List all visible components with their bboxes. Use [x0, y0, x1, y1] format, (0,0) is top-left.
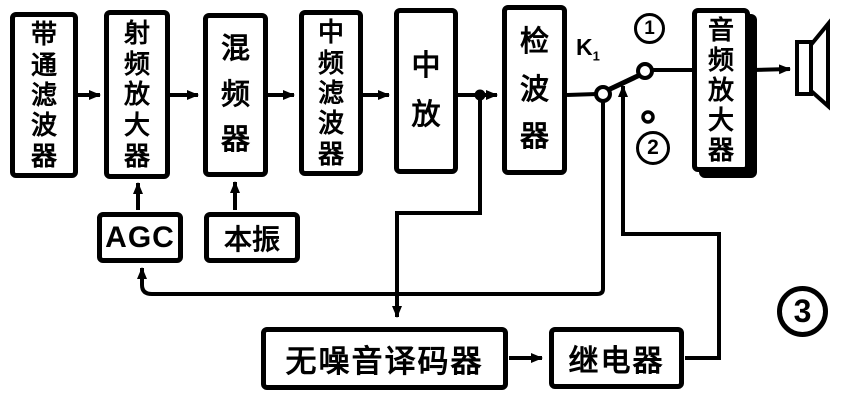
label-char: 器 [30, 140, 57, 171]
label-char: 频 [317, 47, 344, 78]
label-char: 通 [30, 49, 57, 80]
block-relay: 继电器 [549, 327, 684, 389]
block-noise-free-decoder-label: 无噪音译码器 [285, 344, 484, 379]
label-char: 滤 [317, 77, 344, 108]
label-char: 检 [519, 26, 549, 59]
speaker-driver [795, 40, 813, 96]
label-char: 波 [317, 108, 344, 139]
block-detector-label: 检波器 [507, 10, 562, 170]
wire-junction-to-decoder [392, 95, 482, 318]
label-char: 放 [411, 99, 441, 132]
label-char: 器 [707, 135, 734, 165]
label-char: 滤 [30, 79, 57, 110]
label-char: 器 [123, 141, 150, 172]
label-char: 中 [411, 49, 441, 82]
block-agc-label: AGC [105, 220, 175, 254]
block-if-filter: 中频滤波器 [299, 10, 363, 176]
switch-k1 [594, 62, 692, 124]
label-char: 混 [220, 32, 250, 65]
switch-contact-2 [641, 110, 655, 124]
block-rf-amplifier-label: 射频放大器 [109, 15, 165, 174]
block-if-amplifier: 中放 [394, 8, 458, 174]
label-char: 音 [707, 15, 734, 45]
speaker-icon [795, 18, 830, 111]
block-audio-amplifier: 音频放大器 [692, 8, 750, 172]
label-char: 放 [707, 75, 734, 105]
switch-arm [606, 71, 644, 93]
label-char: 器 [317, 138, 344, 169]
block-rf-amplifier: 射频放大器 [104, 10, 170, 179]
label-char: 器 [220, 124, 250, 157]
label-char: 带 [30, 19, 57, 50]
arrow-audio-to-speaker [751, 64, 791, 75]
switch-pivot [594, 85, 612, 103]
block-audio-amplifier-label: 音频放大器 [697, 13, 745, 167]
block-if-filter-label: 中频滤波器 [304, 15, 358, 171]
block-agc: AGC [97, 212, 183, 263]
wire-detector-to-switch [566, 92, 598, 97]
label-char: 波 [30, 110, 57, 141]
label-char: 中 [317, 17, 344, 48]
label-char: 频 [220, 78, 250, 111]
label-char: 射 [123, 17, 150, 48]
wire-relay-to-switch [618, 85, 721, 360]
label-char: 放 [123, 79, 150, 110]
label-char: 大 [707, 105, 734, 135]
figure-number-text: 3 [793, 293, 812, 329]
switch-contact-1 [636, 62, 654, 80]
contact-2-number-text: 2 [647, 136, 659, 159]
switch-name: K [576, 34, 593, 60]
block-relay-label: 继电器 [568, 345, 665, 378]
block-noise-free-decoder: 无噪音译码器 [261, 327, 508, 390]
block-mixer-label: 混频器 [208, 18, 263, 172]
block-detector: 检波器 [502, 5, 567, 175]
label-char: 大 [123, 110, 150, 141]
block-bandpass-filter: 带通滤波器 [10, 12, 78, 178]
label-char: 波 [519, 73, 549, 106]
switch-subscript: 1 [592, 48, 600, 64]
block-local-oscillator: 本振 [204, 212, 300, 263]
contact-1-number: 1 [634, 13, 665, 44]
block-if-amplifier-label: 中放 [399, 13, 453, 169]
contact-1-number-text: 1 [644, 17, 655, 39]
switch-k1-label: K1 [576, 34, 600, 64]
label-char: 频 [707, 45, 734, 75]
label-char: 频 [123, 48, 150, 79]
label-char: 器 [519, 120, 549, 153]
wire-feedback-to-agc [137, 100, 605, 296]
block-bandpass-filter-label: 带通滤波器 [15, 17, 73, 173]
contact-2-number: 2 [636, 131, 670, 165]
block-local-oscillator-label: 本振 [223, 223, 280, 255]
figure-number: 3 [777, 286, 828, 337]
block-mixer: 混频器 [203, 13, 268, 177]
